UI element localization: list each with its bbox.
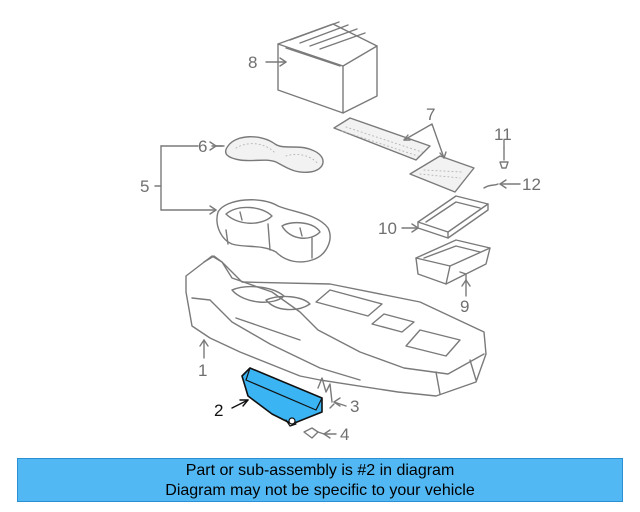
part-11-clip xyxy=(499,147,509,169)
callout-6: 6 xyxy=(198,137,207,156)
callout-5-bracket xyxy=(154,141,223,215)
part-5-cupholder xyxy=(216,199,331,263)
callout-12: 12 xyxy=(522,175,541,194)
part-6-cupholder-mat xyxy=(224,136,324,174)
callout-9: 9 xyxy=(460,297,469,316)
parts-diagram: 1 2 3 4 5 6 7 8 9 10 11 12 xyxy=(140,21,541,444)
callout-2: 2 xyxy=(214,401,223,420)
callout-8: 8 xyxy=(248,53,257,72)
part-10-tray-lid xyxy=(417,195,489,239)
part-7-mats xyxy=(333,117,475,193)
part-8-storage-box xyxy=(277,21,378,114)
part-2-highlighted-panel[interactable] xyxy=(241,367,323,427)
caption-line-2: Diagram may not be specific to your vehi… xyxy=(165,482,475,499)
callout-7: 7 xyxy=(426,105,435,124)
callout-3: 3 xyxy=(350,397,359,416)
caption-banner: Part or sub-assembly is #2 in diagram Di… xyxy=(17,458,623,502)
callout-2-leader xyxy=(231,399,249,409)
callout-1: 1 xyxy=(198,361,207,380)
callout-10: 10 xyxy=(378,219,397,238)
part-4-screw xyxy=(303,427,325,439)
callout-11: 11 xyxy=(494,125,512,144)
callout-5: 5 xyxy=(140,177,149,196)
part-3-bracket xyxy=(317,377,335,409)
callout-4: 4 xyxy=(340,425,349,444)
leader-lines xyxy=(199,57,521,439)
part-12-screw xyxy=(483,183,499,189)
caption-line-1: Part or sub-assembly is #2 in diagram xyxy=(185,462,455,479)
part-9-tray xyxy=(415,239,491,285)
part-1-console xyxy=(185,255,487,397)
